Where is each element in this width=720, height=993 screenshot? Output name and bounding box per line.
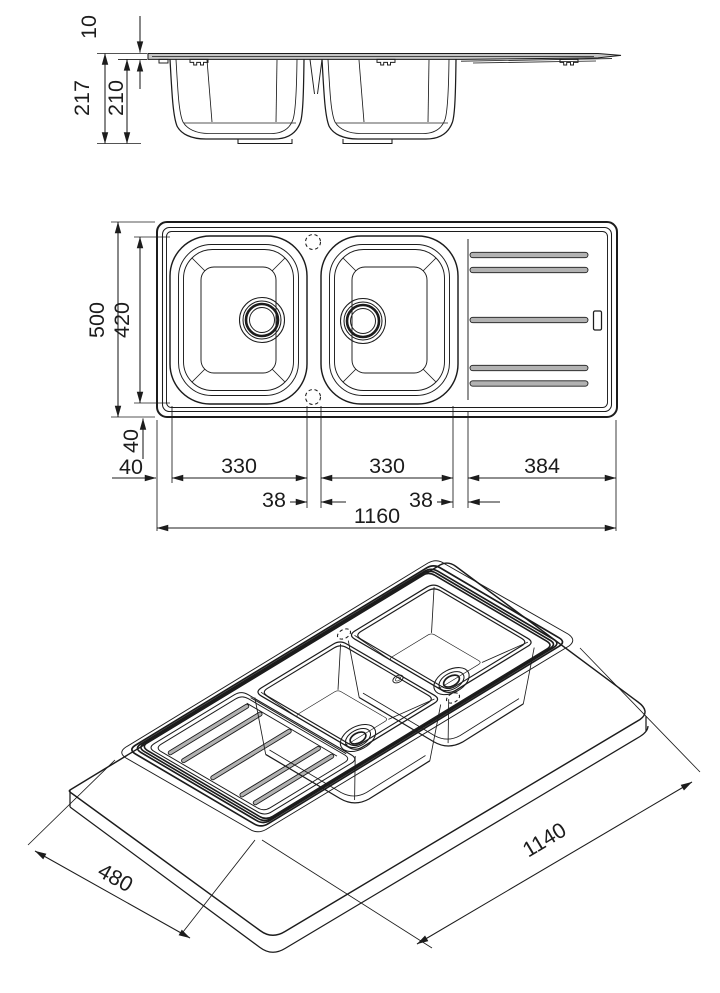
drainer-groove xyxy=(469,364,589,372)
isometric-view: 480 1140 xyxy=(27,560,701,953)
tap-hole-iso-far xyxy=(336,628,352,640)
drainer-area xyxy=(467,239,603,400)
drainer-underside-lines xyxy=(460,58,613,64)
overflow-slot-icon xyxy=(592,310,603,331)
drainer-groove xyxy=(469,251,589,259)
dim-label-overall-length: 1160 xyxy=(354,504,400,528)
tap-hole-bottom-icon xyxy=(304,388,322,406)
countertop-slab xyxy=(68,562,649,953)
base-pad-right xyxy=(342,139,393,145)
dim-label-depth-below-rim: 210 xyxy=(104,80,128,116)
base-pad-left xyxy=(237,139,293,145)
side-dimensions: 10 217 210 xyxy=(70,15,147,144)
dim-label-drainer-length: 384 xyxy=(524,454,560,478)
drainer-groove xyxy=(469,316,589,324)
dim-label-edge-offset-horizontal: 40 xyxy=(119,455,143,479)
dim-label-left-bowl-width: 330 xyxy=(221,454,257,478)
overflow-hole-icon xyxy=(392,674,404,684)
mounting-clips xyxy=(158,58,579,66)
dim-label-inner-depth: 420 xyxy=(110,302,134,338)
dim-label-edge-offset-vertical: 40 xyxy=(119,429,143,453)
drain-left xyxy=(238,296,286,344)
dim-label-cutout-depth: 480 xyxy=(94,859,137,897)
drainer-groove xyxy=(469,380,589,387)
side-elevation-view: 10 217 210 xyxy=(70,15,622,145)
bowl-plan-outline xyxy=(320,235,459,405)
clip-icon xyxy=(376,58,396,66)
sink-outline xyxy=(156,221,618,418)
bowl-iso xyxy=(254,641,442,804)
drainer-grooves-iso xyxy=(167,697,347,806)
clip-icon xyxy=(158,58,169,64)
cutout-outline xyxy=(121,560,574,833)
sink-rim-iso xyxy=(131,565,564,827)
clip-icon xyxy=(559,58,579,66)
dim-label-overall-height: 217 xyxy=(70,80,94,116)
drain-right xyxy=(339,297,387,345)
bowl-plan-outline xyxy=(169,235,308,405)
dim-label-gap-left: 38 xyxy=(262,488,286,512)
dim-label-right-bowl-width: 330 xyxy=(369,454,405,478)
drainer-iso xyxy=(150,692,356,815)
drain-iso xyxy=(339,723,377,753)
dim-label-cutout-length: 1140 xyxy=(518,818,570,862)
rim-line-2 xyxy=(161,226,613,413)
bowl-underside xyxy=(265,753,431,804)
tap-hole-top-icon xyxy=(304,233,322,251)
iso-dimensions: 480 1140 xyxy=(27,647,701,949)
dim-line-1140 xyxy=(416,781,693,945)
plan-dimensions: 500 420 40 40 330 330 384 38 38 1160 xyxy=(85,221,617,532)
dim-label-gap-right: 38 xyxy=(409,488,433,512)
plan-view: 500 420 40 40 330 330 384 38 38 1160 xyxy=(85,221,618,532)
bowl-side-profile xyxy=(321,58,457,140)
bowl-divider-profile xyxy=(309,59,323,95)
dim-label-overall-depth: 500 xyxy=(85,302,109,338)
rim-line-3 xyxy=(166,231,608,408)
dim-line-480 xyxy=(34,850,191,939)
drainer-groove xyxy=(469,266,589,274)
dim-label-rim-thickness: 10 xyxy=(77,15,101,39)
bowl-iso xyxy=(348,585,534,746)
bowl-side-profile xyxy=(169,59,305,140)
